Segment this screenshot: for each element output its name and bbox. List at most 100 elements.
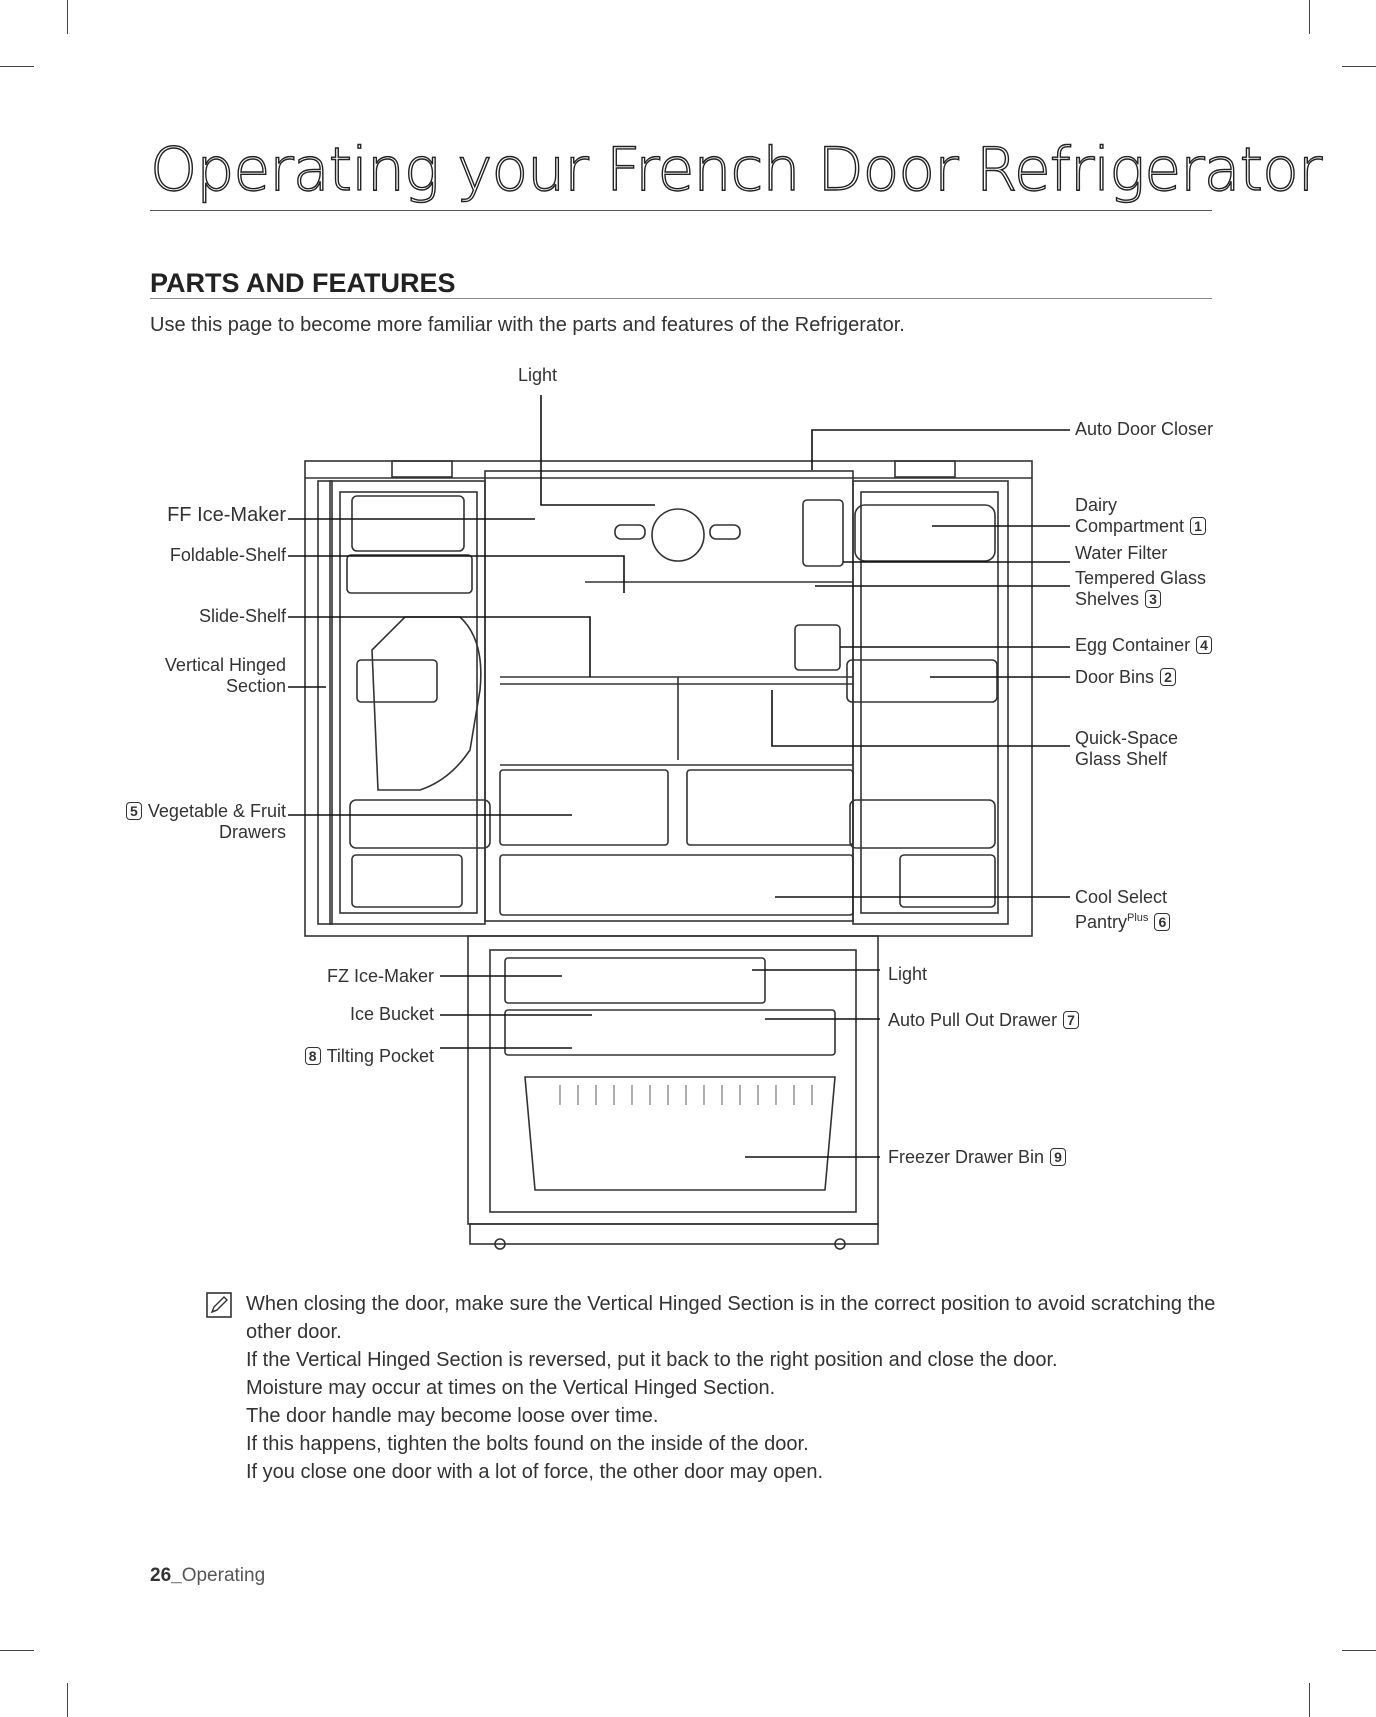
- label-vertical-hinged-line1: Vertical Hinged: [164, 655, 286, 675]
- badge-5: 5: [125, 802, 142, 820]
- section-rule: [150, 298, 1212, 299]
- cool-select-pantry: [499, 854, 854, 916]
- leader-slide-shelf: [288, 616, 591, 677]
- label-fz-ice-maker: FZ Ice-Maker: [326, 966, 434, 986]
- freezer-inner: [489, 949, 857, 1213]
- left-door-bin-2: [356, 659, 438, 703]
- label-auto-door-closer: Auto Door Closer: [1075, 419, 1214, 439]
- fridge-inner-cabinet: [484, 470, 854, 922]
- label-tilting-pocket: 8 Tilting Pocket: [304, 1046, 434, 1067]
- crop-mark: [1342, 66, 1376, 67]
- freezer-drawer: [467, 935, 879, 1225]
- ff-ice-maker-body: [371, 616, 482, 791]
- badge-4: 4: [1196, 636, 1213, 654]
- badge-2: 2: [1160, 668, 1177, 686]
- vegetable-drawer-right: [686, 769, 854, 846]
- label-tempered-line1: Tempered Glass: [1075, 568, 1207, 588]
- hinge-cover-right: [894, 460, 956, 478]
- label-egg-container: Egg Container 4: [1075, 635, 1213, 656]
- label-door-bins: Door Bins 2: [1075, 667, 1177, 688]
- label-water-filter: Water Filter: [1075, 543, 1168, 563]
- note-text: When closing the door, make sure the Ver…: [246, 1290, 1246, 1486]
- crop-mark: [1309, 0, 1310, 34]
- freezer-base: [469, 1223, 879, 1245]
- leader-auto-door-closer: [811, 429, 1070, 470]
- label-veg-fruit-line1: Vegetable & Fruit: [147, 801, 286, 821]
- note-line: If this happens, tighten the bolts found…: [246, 1433, 809, 1455]
- left-door-bin-4: [351, 854, 463, 908]
- label-door-bins-text: Door Bins: [1075, 667, 1155, 687]
- page-title: Operating your French Door Refrigerator: [149, 135, 1323, 205]
- leader-foldable-shelf: [288, 555, 625, 593]
- intro-text: Use this page to become more familiar wi…: [150, 314, 905, 336]
- leader-light-top: [540, 395, 655, 506]
- label-vertical-hinged: Vertical Hinged Section: [165, 655, 286, 697]
- label-slide-shelf: Slide-Shelf: [198, 606, 286, 626]
- fz-ice-maker: [504, 957, 766, 1004]
- note-line: If you close one door with a lot of forc…: [246, 1461, 824, 1483]
- ice-bucket: [504, 1009, 836, 1056]
- label-egg-text: Egg Container: [1075, 635, 1191, 655]
- label-dairy-line1: Dairy: [1075, 495, 1118, 515]
- title-rule: [150, 210, 1212, 211]
- label-freezer-bin: Freezer Drawer Bin 9: [888, 1147, 1067, 1168]
- label-veg-fruit-line2: Drawers: [218, 822, 286, 842]
- fan-cover: [651, 508, 705, 562]
- right-door-bin-2: [849, 799, 996, 849]
- crop-mark: [67, 0, 68, 34]
- section-heading: PARTS AND FEATURES: [150, 268, 456, 298]
- page-footer: 26_Operating: [150, 1565, 265, 1587]
- crop-mark: [1342, 1650, 1376, 1651]
- label-veg-fruit: 5 Vegetable & Fruit Drawers: [125, 801, 286, 843]
- badge-8: 8: [304, 1047, 321, 1065]
- note-line: When closing the door, make sure the Ver…: [246, 1293, 1216, 1343]
- label-cool-select-sup: Plus: [1127, 912, 1149, 924]
- note-line: If the Vertical Hinged Section is revers…: [246, 1349, 1058, 1371]
- left-door-bin-3: [349, 799, 491, 849]
- label-cool-select-line1: Cool Select: [1075, 887, 1168, 907]
- left-door-bin-1: [346, 554, 473, 594]
- vegetable-drawer-left: [499, 769, 669, 846]
- left-door: [329, 480, 486, 925]
- freezer-drawer-bin: [524, 1076, 836, 1191]
- note-line: Moisture may occur at times on the Verti…: [246, 1377, 776, 1399]
- note-line: The door handle may become loose over ti…: [246, 1405, 659, 1427]
- label-vertical-hinged-line2: Section: [225, 676, 286, 696]
- label-cool-select-line2: Pantry: [1075, 912, 1128, 932]
- hinge-cover-left: [391, 460, 453, 478]
- water-filter: [802, 499, 844, 567]
- label-light-top: Light: [518, 365, 558, 385]
- label-light-freezer: Light: [888, 964, 928, 984]
- label-foldable-shelf: Foldable-Shelf: [169, 545, 286, 565]
- left-door-inner: [339, 491, 478, 914]
- crop-mark: [0, 1650, 34, 1651]
- page-number: 26_: [150, 1565, 182, 1586]
- label-auto-pull-out: Auto Pull Out Drawer 7: [888, 1010, 1080, 1031]
- leader-quick-space: [771, 690, 1070, 747]
- label-auto-pull-text: Auto Pull Out Drawer: [888, 1010, 1058, 1030]
- label-tilting-text: Tilting Pocket: [326, 1046, 434, 1066]
- vertical-hinged-section: [317, 480, 333, 925]
- badge-9: 9: [1050, 1148, 1067, 1166]
- left-door-bin-top: [351, 495, 465, 552]
- badge-7: 7: [1063, 1011, 1080, 1029]
- label-ff-ice-maker: FF Ice-Maker: [167, 504, 286, 526]
- right-door-bin-3: [899, 854, 996, 908]
- label-ice-bucket: Ice Bucket: [349, 1004, 434, 1024]
- label-quick-space: Quick-Space Glass Shelf: [1075, 728, 1178, 770]
- fridge-body: [304, 460, 1033, 937]
- right-door-bin-1: [846, 659, 998, 703]
- egg-container: [794, 624, 841, 671]
- label-quick-space-line1: Quick-Space: [1075, 728, 1179, 748]
- crop-mark: [0, 66, 34, 67]
- crop-mark: [67, 1683, 68, 1717]
- note-pencil-icon: [206, 1292, 232, 1318]
- footer-section: Operating: [181, 1565, 266, 1586]
- badge-3: 3: [1145, 590, 1162, 608]
- label-quick-space-line2: Glass Shelf: [1075, 749, 1168, 769]
- label-freezer-bin-text: Freezer Drawer Bin: [888, 1147, 1045, 1167]
